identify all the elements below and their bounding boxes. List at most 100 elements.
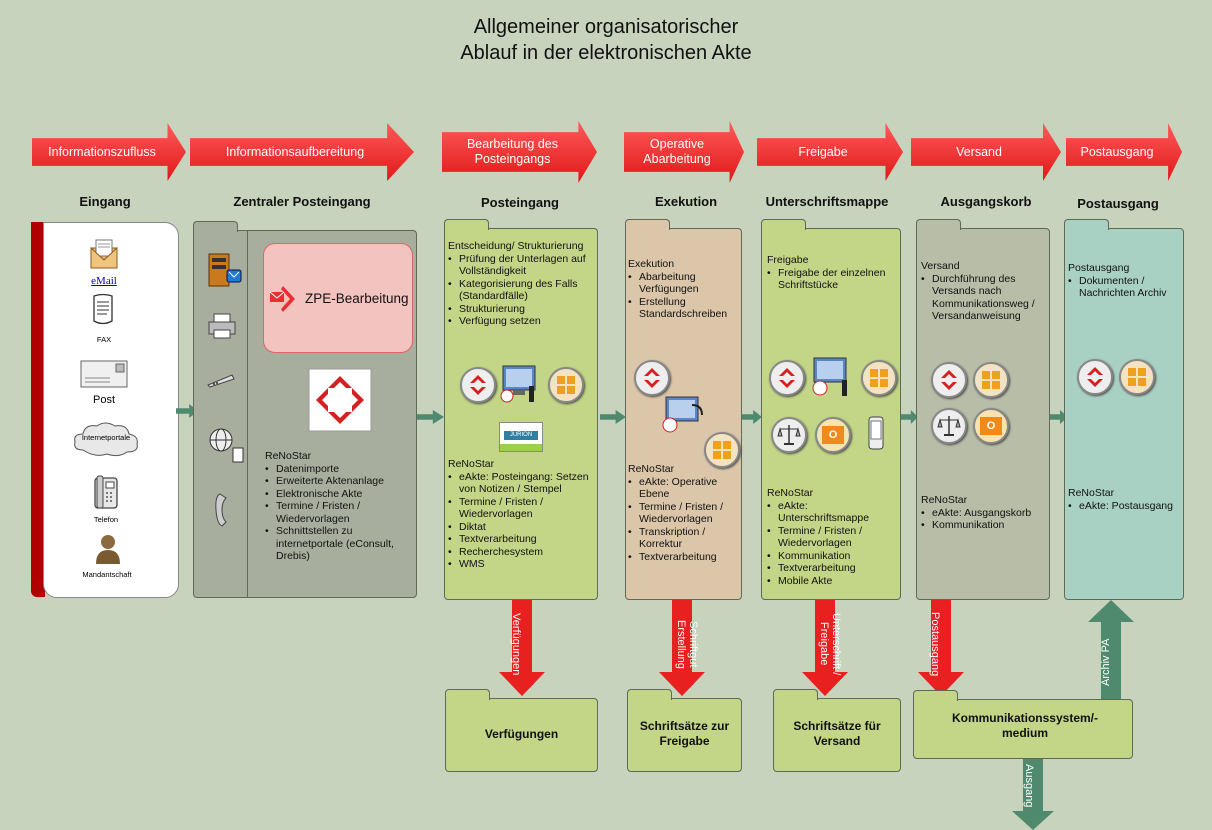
- folder-tab: [913, 690, 958, 701]
- list-item: Mobile Akte: [767, 575, 899, 588]
- arrow-informationszufluss: Informationszufluss: [32, 123, 186, 181]
- office-mark-icon: [1128, 368, 1146, 386]
- handset-icon: [215, 493, 227, 527]
- exekution-heading2: ReNoStar: [628, 463, 675, 475]
- jurion-bar: [500, 444, 542, 451]
- arrow-label: Informationszufluss: [48, 144, 156, 159]
- scanner-icon: [207, 374, 235, 388]
- mobile-device-icon: [868, 416, 884, 450]
- postausgang-heading: Postausgang: [1068, 262, 1130, 274]
- title-line-2: Ablauf in der elektronischen Akte: [460, 42, 752, 64]
- list-item: Abarbeitung Verfügungen: [628, 271, 744, 296]
- outlook-mark: O: [980, 417, 1002, 435]
- head-eingang: Eingang: [79, 194, 131, 209]
- schriftsaetze-versand-label: Schriftsätze für Versand: [793, 719, 881, 748]
- versand-text-bottom: ReNoStar eAkte: Ausgangskorb Kommunikati…: [921, 494, 1051, 532]
- posteingang-heading: Entscheidung/ Strukturierung: [448, 240, 584, 252]
- list-item: Transkription / Korrektur: [628, 526, 744, 551]
- ausgang-label: Ausgang: [1023, 764, 1035, 808]
- folder-tab: [773, 689, 818, 700]
- connector-2: [416, 410, 444, 424]
- list-item: Textverarbeitung: [628, 551, 744, 564]
- fax-label: FAX: [96, 335, 112, 344]
- list-item: Prüfung der Unterlagen auf Vollständigke…: [448, 253, 596, 278]
- diagram-title: Allgemeiner organisatorischer Ablauf in …: [0, 14, 1212, 66]
- verfuegungen-label: Verfügungen: [484, 727, 559, 741]
- arrow-freigabe: Freigabe: [757, 123, 903, 181]
- list-item: eAkte: Ausgangskorb: [921, 507, 1051, 520]
- folder-tab: [444, 219, 489, 230]
- globe-icon: [209, 428, 244, 463]
- renostar-icon: [769, 360, 805, 396]
- down-arrow-label: Schriftgut Erstellung: [675, 619, 699, 669]
- list-item: Erstellung Standardschreiben: [628, 296, 744, 321]
- exekution-heading: Exekution: [628, 258, 675, 270]
- postausgang-heading2: ReNoStar: [1068, 487, 1115, 499]
- renostar-logo-icon: [308, 368, 372, 432]
- head-unterschriftsmappe: Unterschriftsmappe: [765, 194, 889, 209]
- folder-tab: [1064, 219, 1109, 230]
- arrow-label: Postausgang: [1080, 144, 1154, 159]
- head-zentraler-posteingang: Zentraler Posteingang: [233, 194, 371, 209]
- computer-sign-icon: [812, 357, 847, 396]
- zpe-renostar-text: ReNoStar Datenimporte Erweiterte Aktenan…: [265, 450, 415, 563]
- renostar-mark-icon: [779, 368, 795, 388]
- office-mark-icon: [870, 369, 888, 387]
- down-arrow-unterschrift: [802, 600, 848, 696]
- freigabe-heading: Freigabe: [767, 254, 809, 266]
- list-item: eAkte: Posteingang: Setzen von Notizen /…: [448, 471, 596, 496]
- office-icon: [861, 360, 897, 396]
- list-item: Kommunikation: [767, 550, 899, 563]
- renostar-mark-icon: [470, 375, 486, 395]
- arrow-label: Freigabe: [798, 144, 848, 159]
- office-icon: [973, 362, 1009, 398]
- folder-tab: [916, 219, 961, 230]
- folder-tab: [761, 219, 806, 230]
- down-arrow-label: Verfügungen: [510, 612, 522, 676]
- versand-heading2: ReNoStar: [921, 494, 968, 506]
- scales-mark-icon: [937, 416, 961, 436]
- list-item: Freigabe der einzelnen Schriftstücke: [767, 267, 899, 292]
- versand-heading: Versand: [921, 260, 960, 272]
- list-item: eAkte: Postausgang: [1068, 500, 1184, 513]
- folder-tab: [445, 689, 490, 700]
- title-line-1: Allgemeiner organisatorischer: [473, 16, 739, 38]
- down-arrow-verfuegungen: [499, 600, 545, 696]
- arrow-label: Informationsaufbereitung: [225, 144, 365, 159]
- versand-text-top: Versand Durchführung des Versands nach K…: [921, 260, 1051, 323]
- computer-headset-icon: [662, 396, 703, 433]
- letter-icon: [80, 360, 128, 388]
- kommunikationssystem-label: Kommunikationssystem/-medium: [951, 711, 1099, 740]
- list-item: eAkte: Unterschriftsmappe: [767, 500, 899, 525]
- zpe-divider: [247, 230, 248, 598]
- email-link[interactable]: eMail: [91, 275, 117, 287]
- folder-tab: [627, 689, 672, 700]
- portal-label: Internetportale: [81, 433, 131, 442]
- renostar-icon: [634, 360, 670, 396]
- office-icon: [548, 367, 584, 403]
- list-item: Erweiterte Aktenanlage: [265, 475, 415, 488]
- zpe-bearbeitung-label: ZPE-Bearbeitung: [305, 291, 409, 306]
- renostar-icon: [1077, 359, 1113, 395]
- office-mark-icon: [557, 376, 575, 394]
- head-ausgangskorb: Ausgangskorb: [940, 194, 1032, 209]
- list-item: Textverarbeitung: [767, 562, 899, 575]
- printer-icon: [208, 313, 236, 339]
- office-mark-icon: [982, 371, 1000, 389]
- list-item: Verfügung setzen: [448, 315, 596, 328]
- arrow-label: Operative Abarbeitung: [643, 137, 711, 166]
- posteingang-heading2: ReNoStar: [448, 458, 495, 470]
- arrow-operative-abarbeitung: Operative Abarbeitung: [624, 121, 744, 183]
- postausgang-text-bottom: ReNoStar eAkte: Postausgang: [1068, 487, 1184, 512]
- list-item: WMS: [448, 558, 596, 571]
- arrow-postausgang: Postausgang: [1066, 123, 1182, 181]
- arrow-versand: Versand: [911, 123, 1061, 181]
- renostar-icon: [460, 367, 496, 403]
- arrow-label: Bearbeitung des Posteingangs: [466, 137, 559, 166]
- zpe-renostar-heading: ReNoStar: [265, 450, 312, 462]
- list-item: Termine / Fristen / Wiedervorlagen: [767, 525, 899, 550]
- renostar-mark-icon: [1087, 367, 1103, 387]
- connector-4: [740, 410, 762, 424]
- eingang-red-edge: [31, 222, 45, 597]
- down-arrow-ausgang: [1012, 759, 1054, 830]
